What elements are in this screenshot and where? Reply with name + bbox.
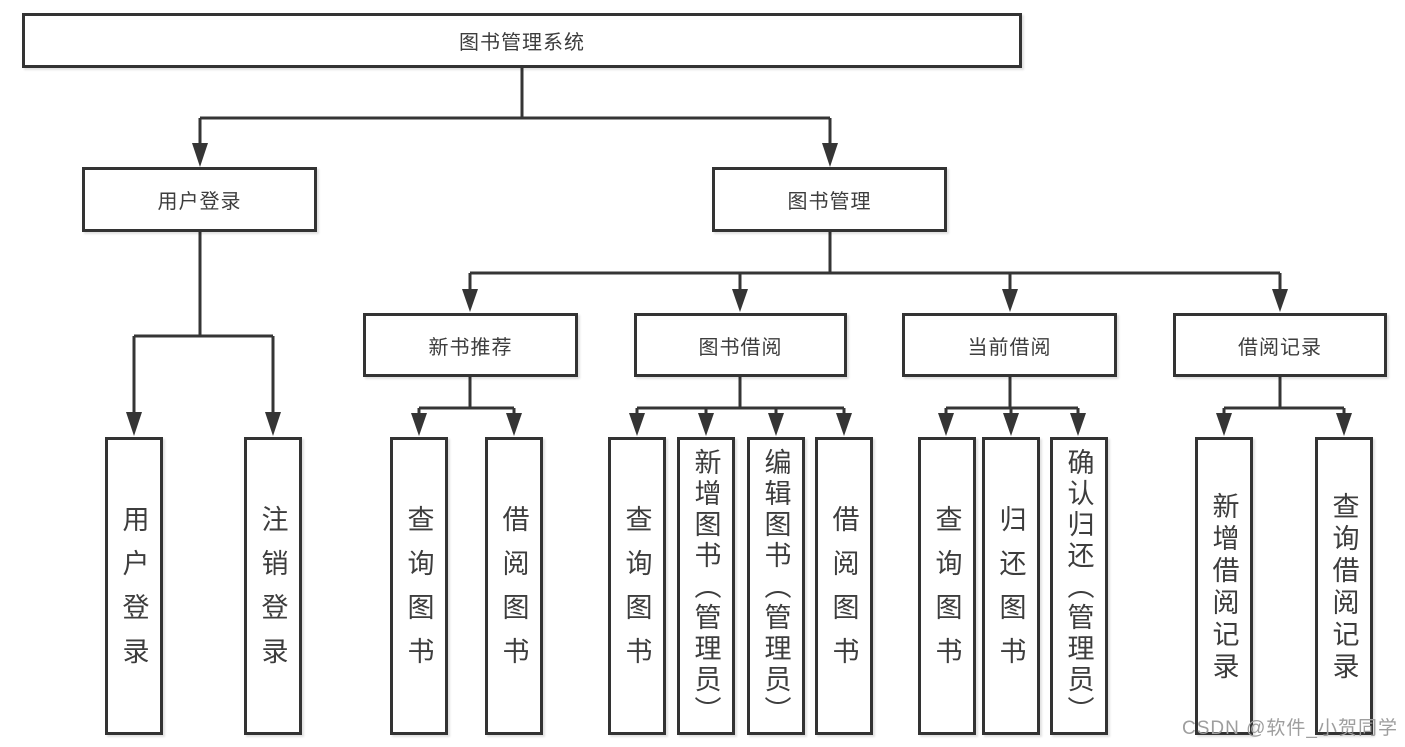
node-label: 借阅图书 xyxy=(498,505,529,681)
arrow-down-icon xyxy=(462,289,478,312)
arrow-down-icon xyxy=(732,289,748,312)
node-library-management-system: 图书管理系统 xyxy=(22,13,1022,68)
node-label: 查询图书 xyxy=(931,505,962,681)
node-label: 用户登录 xyxy=(118,505,149,681)
node-label: 编辑图书（管理员） xyxy=(760,448,791,727)
node-label: 借阅记录 xyxy=(1238,336,1322,359)
node-label: 确认归还（管理员） xyxy=(1063,448,1094,727)
leaf-logout: 注销登录 xyxy=(244,437,302,735)
arrow-down-icon xyxy=(1336,413,1352,436)
csdn-watermark: CSDN @软件_小贺同学 xyxy=(1182,718,1398,739)
node-label: 新增借阅记录 xyxy=(1208,492,1239,684)
arrow-down-icon xyxy=(836,413,852,436)
node-new-book-recommendation: 新书推荐 xyxy=(363,313,578,377)
node-current-borrowing: 当前借阅 xyxy=(902,313,1117,377)
leaf-query-books-current: 查询图书 xyxy=(918,437,976,735)
leaf-return-books: 归还图书 xyxy=(982,437,1040,735)
arrow-down-icon xyxy=(1070,413,1086,436)
arrow-down-icon xyxy=(822,143,838,167)
node-label: 新书推荐 xyxy=(428,336,513,359)
node-label: 图书借阅 xyxy=(698,336,783,359)
node-label: 图书管理系统 xyxy=(459,32,585,54)
leaf-query-books-recommend: 查询图书 xyxy=(390,437,448,735)
leaf-borrow-books: 借阅图书 xyxy=(815,437,873,735)
node-label: 查询借阅记录 xyxy=(1328,492,1359,684)
arrow-down-icon xyxy=(698,413,714,436)
arrow-down-icon xyxy=(1003,413,1019,436)
arrow-down-icon xyxy=(1216,413,1232,436)
leaf-query-books-borrow: 查询图书 xyxy=(608,437,666,735)
arrow-down-icon xyxy=(126,412,142,436)
arrowhead-icons xyxy=(126,143,1352,436)
leaf-user-login: 用户登录 xyxy=(105,437,163,735)
arrow-down-icon xyxy=(938,413,954,436)
node-book-borrowing: 图书借阅 xyxy=(634,313,847,377)
node-label: 用户登录 xyxy=(157,191,242,213)
node-user-login: 用户登录 xyxy=(82,167,317,232)
leaf-add-borrow-record: 新增借阅记录 xyxy=(1195,437,1253,735)
node-label: 查询图书 xyxy=(403,505,434,681)
node-label: 归还图书 xyxy=(995,505,1026,681)
leaf-confirm-return-admin: 确认归还（管理员） xyxy=(1050,437,1108,735)
node-label: 查询图书 xyxy=(621,505,652,681)
arrow-down-icon xyxy=(768,413,784,436)
arrow-down-icon xyxy=(506,413,522,436)
node-book-management: 图书管理 xyxy=(712,167,947,232)
arrow-down-icon xyxy=(629,413,645,436)
node-label: 图书管理 xyxy=(787,191,872,213)
node-label: 借阅图书 xyxy=(828,505,859,681)
node-label: 当前借阅 xyxy=(967,336,1052,359)
leaf-query-borrow-record: 查询借阅记录 xyxy=(1315,437,1373,735)
leaf-borrow-books-recommend: 借阅图书 xyxy=(485,437,543,735)
node-borrowing-records: 借阅记录 xyxy=(1173,313,1387,377)
arrow-down-icon xyxy=(1272,289,1288,312)
arrow-down-icon xyxy=(192,143,208,167)
arrow-down-icon xyxy=(1002,289,1018,312)
arrow-down-icon xyxy=(411,413,427,436)
leaf-add-book-admin: 新增图书（管理员） xyxy=(677,437,735,735)
leaf-edit-book-admin: 编辑图书（管理员） xyxy=(747,437,805,735)
arrow-down-icon xyxy=(265,412,281,436)
node-label: 注销登录 xyxy=(257,505,288,681)
node-label: 新增图书（管理员） xyxy=(690,448,721,727)
